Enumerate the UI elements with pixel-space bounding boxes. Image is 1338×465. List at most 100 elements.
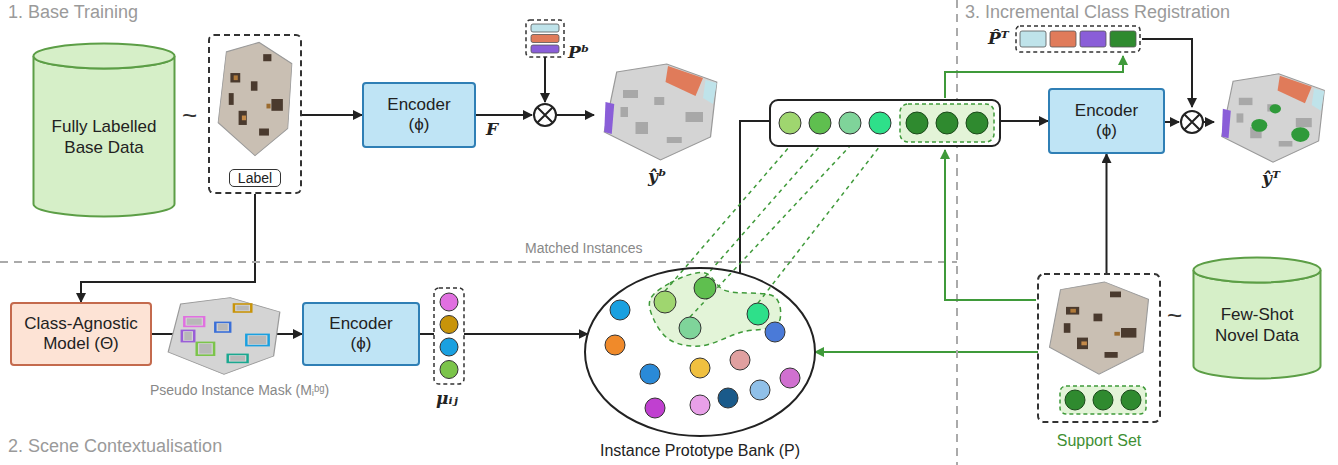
scene-furniture	[187, 318, 202, 324]
bank-prototype	[645, 398, 665, 418]
instance-box	[197, 342, 214, 355]
prototype-stack	[526, 20, 564, 57]
scene-furniture	[1279, 141, 1293, 147]
scene-furniture	[259, 129, 269, 136]
section-title: 1. Base Training	[8, 2, 138, 23]
segment-green	[1251, 119, 1267, 132]
flow-arrow	[1165, 121, 1179, 123]
scene-furniture	[654, 97, 664, 105]
scene-floor	[218, 42, 292, 155]
multiply-circle	[534, 104, 556, 126]
scene-pointcloud	[1222, 74, 1325, 162]
dataset-cylinder: Fully Labelled Base Data	[32, 42, 176, 218]
instance-box	[182, 330, 194, 341]
scene-furniture	[1110, 292, 1121, 298]
scene-pointcloud	[604, 64, 717, 160]
node-text: Support Set	[1057, 432, 1142, 450]
row-novel-prototype	[936, 112, 958, 134]
support-frame	[1036, 272, 1162, 450]
stack-frame	[434, 288, 464, 384]
scene-object	[234, 75, 238, 80]
bank-prototype	[780, 368, 800, 388]
bank-prototype	[690, 358, 710, 378]
scene-frame: Label	[208, 34, 302, 194]
segment-purple	[604, 102, 614, 134]
match-link	[705, 146, 820, 277]
scene-floor	[168, 298, 280, 375]
process-box: Encoder (ϕ)	[362, 82, 476, 148]
multiply-cross	[538, 108, 553, 123]
section-title: 2. Scene Contextualisation	[8, 436, 222, 457]
annotation: Matched Instances	[525, 240, 643, 256]
feature-row	[770, 100, 1000, 146]
bank-prototype	[640, 364, 660, 384]
instance-feature	[440, 361, 458, 379]
scene-object	[1114, 332, 1120, 336]
multiply-circle	[1181, 111, 1203, 133]
row-prototype	[869, 112, 891, 134]
instance-feature	[440, 316, 458, 334]
scene-furniture	[636, 122, 649, 134]
prototype-bar	[1110, 31, 1136, 47]
instance-feature	[440, 293, 458, 311]
instance-box	[184, 317, 204, 327]
prototype-bank: Instance Prototype Bank (P)	[575, 262, 825, 460]
bank-prototype	[730, 350, 750, 370]
match-link	[690, 146, 850, 317]
flow-arrow	[556, 114, 594, 116]
section-divider	[0, 261, 957, 263]
bank-ellipse	[585, 268, 815, 436]
math-symbol: ŷᵀ	[1262, 168, 1280, 188]
row-prototype	[779, 112, 801, 134]
sampling-symbol: ~	[1167, 300, 1182, 331]
scene-furniture	[271, 99, 282, 111]
prototype-bar	[1050, 31, 1076, 47]
node-text: Few-Shot Novel Data	[1201, 304, 1313, 347]
node-text: Fully Labelled Base Data	[48, 116, 160, 159]
flow-arrow	[544, 57, 546, 102]
stack-frame	[526, 20, 564, 57]
scene-furniture	[249, 336, 266, 344]
annotation: Pseudo Instance Mask (Mᵢᵇᵍ)	[150, 382, 329, 398]
math-symbol: ŷᵇ	[648, 166, 666, 186]
node-text: Instance Prototype Bank (P)	[600, 442, 800, 460]
scene-furniture	[263, 54, 271, 61]
flow-arrow	[1203, 121, 1214, 123]
bank-prototype	[750, 380, 770, 400]
multiply-symbol	[534, 104, 556, 126]
novel-group	[900, 104, 994, 142]
scene-furniture	[621, 107, 629, 117]
scene-furniture	[1105, 352, 1118, 358]
support-group	[1060, 386, 1146, 414]
scene-object	[266, 104, 270, 109]
prototype-bar	[1080, 31, 1106, 47]
scene-furniture	[1094, 314, 1103, 322]
segment-green	[1270, 104, 1281, 113]
process-box: Encoder (ϕ)	[1048, 88, 1165, 154]
support-prototype	[1093, 390, 1113, 410]
matched-prototype	[679, 317, 701, 339]
scene-furniture	[184, 332, 191, 340]
math-symbol: μᵢⱼ	[436, 388, 458, 408]
matched-prototype	[747, 303, 769, 325]
support-prototype	[1121, 390, 1141, 410]
math-symbol: F	[486, 119, 498, 139]
connector-arrow	[815, 351, 1038, 353]
math-symbol: P̂ᵀ	[988, 28, 1009, 48]
matched-prototype	[694, 277, 716, 299]
bank-prototype	[690, 395, 710, 415]
scene-floor	[604, 64, 717, 160]
instance-box	[215, 322, 230, 332]
connector-arrow	[302, 114, 362, 116]
scene-furniture	[230, 73, 240, 82]
scene-furniture	[623, 90, 638, 98]
scene-furniture	[251, 81, 258, 90]
scene-furniture	[1077, 338, 1088, 350]
prototype-bar	[531, 45, 559, 53]
segment-cyan	[1312, 89, 1325, 111]
scene-furniture	[1121, 328, 1136, 338]
row-frame	[770, 100, 1000, 146]
scene-furniture	[229, 93, 234, 105]
instance-box	[246, 334, 268, 345]
